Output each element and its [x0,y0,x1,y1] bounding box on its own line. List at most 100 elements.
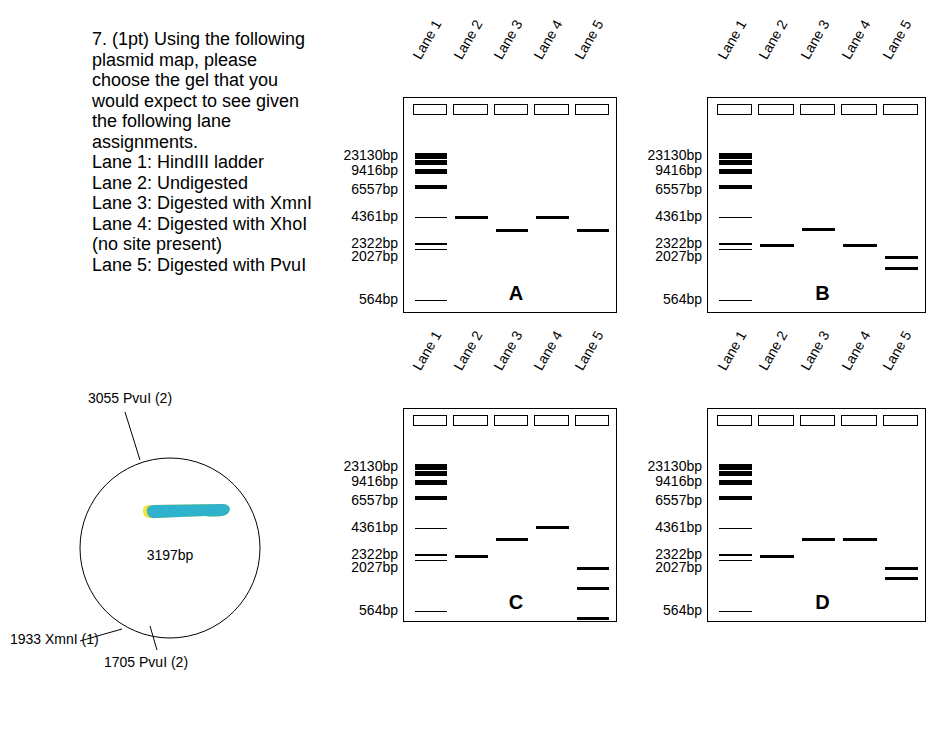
gel-well [575,415,609,426]
gel-well [883,415,918,426]
ladder-size: 564bp [359,602,398,618]
gel-well [758,415,793,426]
gel-well [841,415,876,426]
ladder-size: 9416bp [655,162,702,178]
ladder-band [719,496,752,500]
ladder-size: 23130bp [647,147,702,163]
gel-well [534,415,568,426]
ladder-band [719,464,752,470]
ladder-size: 9416bp [351,162,398,178]
dna-band [496,538,528,541]
gel-letter: D [815,591,829,614]
dna-band [760,555,793,558]
ladder-size: 6557bp [655,492,702,508]
gel-well [800,415,835,426]
dna-band [802,538,835,541]
gel-well [758,104,793,115]
ladder-size: 2027bp [351,248,398,264]
plasmid-map: 3197bp [80,458,260,638]
dna-band [577,617,609,620]
ladder-band [719,169,752,174]
gel-well [800,104,835,115]
dna-band [885,256,918,259]
dna-band [577,229,609,232]
gel-well [453,104,487,115]
dna-band [577,587,609,590]
site-label: 1705 PvuI (2) [104,654,188,670]
ladder-band [415,464,447,470]
lane-assignment: Lane 5: Digested with PvuI [92,255,316,276]
question-block: 7. (1pt) Using the following plasmid map… [92,29,316,275]
ladder-size: 4361bp [351,519,398,535]
ladder-size: 23130bp [343,458,398,474]
gel-letter: C [509,591,523,614]
gel-well [413,415,447,426]
ladder-band [415,528,447,529]
lane-label: Lane 1 [714,17,749,62]
ladder-size: 9416bp [351,473,398,489]
dna-band [577,567,609,570]
lane-label: Lane 1 [409,17,444,62]
lane-label: Lane 5 [879,328,914,373]
ladder-band [719,554,752,556]
ladder-band [719,243,752,245]
ladder-size: 4361bp [655,519,702,535]
lane-label: Lane 2 [755,17,790,62]
ladder-band [415,554,447,556]
dna-band [885,577,918,580]
gel-panel: C [403,408,617,622]
ladder-size: 4361bp [351,208,398,224]
ladder-size: 4361bp [655,208,702,224]
ladder-band [415,169,447,174]
gel-well [717,415,752,426]
ladder-band [719,611,752,612]
plasmid-circle [80,458,260,638]
site-tick [125,412,140,460]
lane-label: Lane 4 [838,17,873,62]
lane-assignment: Lane 4: Digested with XhoI (no site pres… [92,214,316,255]
ladder-band [719,471,752,476]
dna-band [455,555,487,558]
ladder-size: 23130bp [343,147,398,163]
ladder-size: 2027bp [655,559,702,575]
ladder-size: 6557bp [655,181,702,197]
lane-label: Lane 3 [797,17,832,62]
dna-band [536,526,568,529]
ladder-band [415,217,447,218]
gel-panel: D [707,408,926,622]
site-label: 1933 XmnI (1) [10,631,99,647]
ladder-band [719,300,752,301]
lane-label: Lane 5 [571,17,606,62]
lane-label: Lane 2 [450,328,485,373]
lane-label: Lane 2 [755,328,790,373]
lane-label: Lane 3 [490,328,525,373]
gel-well [575,104,609,115]
ladder-band [415,160,447,165]
gel-well [453,415,487,426]
ladder-size: 6557bp [351,181,398,197]
ladder-size: 2027bp [655,248,702,264]
gel-well [413,104,447,115]
gel-letter: B [815,282,829,305]
ladder-band [415,185,447,189]
gel-well [534,104,568,115]
ladder-band [415,243,447,245]
dna-band [843,244,876,247]
dna-band [455,216,487,219]
site-tick [150,626,157,650]
dna-band [885,567,918,570]
ladder-size: 564bp [663,602,702,618]
ladder-band [719,560,752,561]
gel-panel: B [707,97,926,313]
lane-assignment: Lane 1: HindIII ladder [92,152,316,173]
ladder-size: 564bp [359,291,398,307]
ladder-band [415,471,447,476]
question-text: 7. (1pt) Using the following plasmid map… [92,29,316,152]
ladder-band [719,153,752,159]
lane-label: Lane 3 [490,17,525,62]
dna-band [760,244,793,247]
lane-label: Lane 3 [797,328,832,373]
ladder-size: 2027bp [351,559,398,575]
ladder-band [719,160,752,165]
site-label: 3055 PvuI (2) [88,390,172,406]
